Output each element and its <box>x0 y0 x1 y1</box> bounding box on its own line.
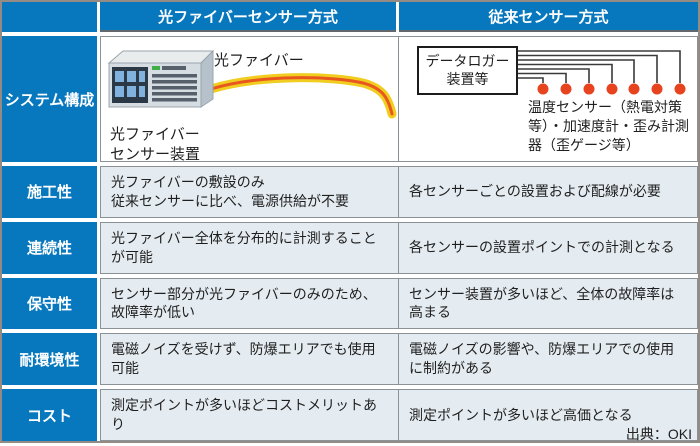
fiber-continuity-text: 光ファイバー全体を分布的に計測することが可能 <box>111 229 377 265</box>
row-label-environmental-resistance: 耐環境性 <box>2 333 97 386</box>
row-label-maintainability: 保守性 <box>2 277 97 330</box>
source-attribution: 出典：OKI <box>625 426 692 442</box>
fiber-cost-text: 測定ポイントが多いほどコストメリットあり <box>111 397 377 433</box>
table-row-continuity: 連続性 光ファイバー全体を分布的に計測することが可能 各センサーの設置ポイントで… <box>2 221 698 274</box>
sensor-dots <box>537 83 686 95</box>
conventional-workability-text: 各センサーごとの設置および配線が必要 <box>409 183 661 200</box>
row-label-workability: 施工性 <box>2 166 97 218</box>
fiber-workability-text: 光ファイバーの敷設のみ 従来センサーに比べ、電源供給が不要 <box>111 174 349 209</box>
fiber-environmental-text: 電磁ノイズを受けず、防爆エリアでも使用可能 <box>111 341 376 377</box>
fiber-maintainability-text: センサー部分が光ファイバーのみのため、故障率が低い <box>111 285 377 321</box>
column-header-fiber-method: 光ファイバーセンサー方式 <box>100 2 396 32</box>
table-row-workability: 施工性 光ファイバーの敷設のみ 従来センサーに比べ、電源供給が不要 各センサーご… <box>2 166 698 218</box>
conventional-cost-text: 測定ポイントが多いほど高価となる <box>409 406 633 423</box>
conventional-system-illustration-cell: データロガー 装置等 温度センサー（熱電対策 等）・加速度計・歪み計測 器（歪ゲ… <box>398 36 698 162</box>
corner-cell <box>2 2 97 32</box>
conventional-environmental-text: 電磁ノイズの影響や、防爆エリアでの使用に制約がある <box>409 341 675 377</box>
row-label-continuity: 連続性 <box>2 221 97 274</box>
sensor-wiring-illustration <box>517 50 686 95</box>
optical-fiber-cable-illustration <box>107 49 397 119</box>
column-header-conventional-method: 従来センサー方式 <box>399 2 698 32</box>
data-logger-box: データロガー 装置等 <box>417 46 518 95</box>
fiber-cable-label: 光ファイバー <box>214 52 304 69</box>
fiber-system-illustration-cell: 光ファイバー 光ファイバー センサー装置 <box>100 36 399 163</box>
conventional-maintainability-text: センサー装置が多いほど、全体の故障率は高まる <box>409 285 675 321</box>
conventional-continuity-text: 各センサーの設置ポイントでの計測となる <box>409 239 675 256</box>
conventional-sensors-label: 温度センサー（熱電対策 等）・加速度計・歪み計測 器（歪ゲージ等） <box>528 99 689 153</box>
table-row-cost: コスト 測定ポイントが多いほどコストメリットあり 測定ポイントが多いほど高価とな… <box>2 389 698 441</box>
header-row: 光ファイバーセンサー方式 従来センサー方式 <box>2 2 698 32</box>
fiber-sensor-device-illustration <box>107 49 215 108</box>
fiber-sensor-device-label: 光ファイバー センサー装置 <box>110 126 201 163</box>
table-row-environmental-resistance: 耐環境性 電磁ノイズを受けず、防爆エリアでも使用可能 電磁ノイズの影響や、防爆エ… <box>2 333 698 386</box>
system-configuration-row: システム構成 <box>2 36 698 163</box>
row-label-cost: コスト <box>2 389 97 441</box>
table-row-maintainability: 保守性 センサー部分が光ファイバーのみのため、故障率が低い センサー装置が多いほ… <box>2 277 698 330</box>
row-label-system-configuration: システム構成 <box>2 36 97 162</box>
